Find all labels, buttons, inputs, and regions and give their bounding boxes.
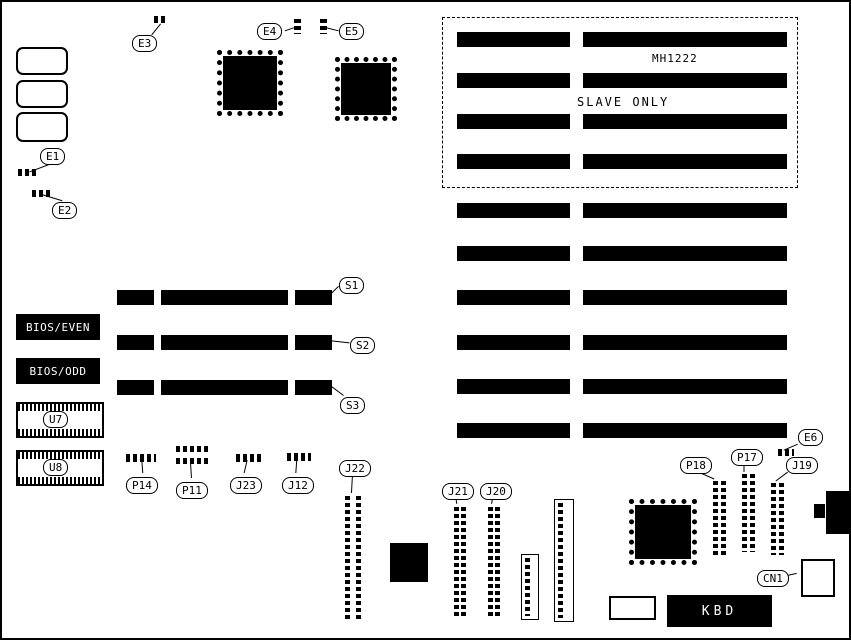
isa-slot (457, 203, 787, 218)
connector-j22-pins (345, 496, 361, 622)
leader-s2 (331, 340, 350, 344)
isa-slot (457, 290, 787, 305)
isa-slot (457, 379, 787, 394)
connector-j12-pins (287, 453, 311, 461)
leader-e5 (326, 27, 339, 32)
jumper-e6-pins (778, 449, 794, 456)
jumper-e3-pins (154, 16, 166, 23)
qfp-chip (335, 57, 397, 121)
isa-slot (457, 246, 787, 261)
slave-only-group-box (442, 17, 798, 188)
slave-only-text: SLAVE ONLY (577, 95, 670, 109)
bios-odd-chip: BIOS/ODD (16, 358, 100, 384)
label-e1: E1 (40, 148, 66, 165)
jumper-e2-pins (32, 190, 50, 197)
label-j12: J12 (282, 477, 314, 494)
isa-slot (457, 335, 787, 350)
label-e3: E3 (132, 35, 158, 52)
connector-p18-pins (713, 481, 726, 557)
leader-s3 (331, 386, 344, 396)
capacitor-outline (16, 47, 68, 75)
leader-j12 (295, 459, 298, 474)
power-connector (521, 554, 539, 620)
connector-j19-pins (771, 483, 784, 555)
label-e2: E2 (52, 202, 78, 219)
connector-p11-pins (176, 446, 208, 464)
label-p18: P18 (680, 457, 712, 474)
label-e4: E4 (257, 23, 283, 40)
label-e5: E5 (339, 23, 365, 40)
label-j22: J22 (339, 460, 371, 477)
leader-j23 (243, 460, 248, 474)
isa-slot (457, 32, 787, 47)
power-connector (554, 499, 574, 622)
label-s2: S2 (350, 337, 376, 354)
chip (390, 543, 428, 582)
kbd-connector: KBD (667, 595, 772, 627)
model-number-text: MH1222 (652, 52, 698, 65)
connector-p17-pins (742, 474, 755, 552)
simm-slot-s2 (117, 335, 332, 350)
label-s3: S3 (340, 397, 366, 414)
label-j21: J21 (442, 483, 474, 500)
capacitor-outline (16, 80, 68, 108)
qfp-chip (629, 499, 697, 565)
cn1-connector (801, 559, 835, 597)
label-j19: J19 (786, 457, 818, 474)
leader-j19 (775, 471, 789, 482)
keyboard-din-connector (826, 491, 849, 534)
label-p17: P17 (731, 449, 763, 466)
connector-j21-pins (454, 507, 466, 619)
label-p14: P14 (126, 477, 158, 494)
simm-slot-s3 (117, 380, 332, 395)
simm-slot-s1 (117, 290, 332, 305)
label-cn1: CN1 (757, 570, 789, 587)
label-u8: U8 (43, 459, 69, 476)
label-s1: S1 (339, 277, 365, 294)
label-u7: U7 (43, 411, 69, 428)
leader-e3 (151, 23, 162, 36)
oscillator (609, 596, 656, 620)
dip-chip-u8 (16, 450, 104, 486)
jumper-e1-pins (18, 169, 36, 176)
jumper-e5-pins (320, 19, 327, 34)
isa-slot (457, 73, 787, 88)
connector-p14-pins (126, 454, 156, 462)
capacitor-outline (16, 112, 68, 142)
leader-p11 (189, 462, 192, 479)
jumper-e4-pins (294, 19, 301, 34)
isa-slot (457, 154, 787, 169)
label-j20: J20 (480, 483, 512, 500)
connector-j23-pins (236, 454, 264, 462)
isa-slot (457, 423, 787, 438)
isa-slot (457, 114, 787, 129)
bios-even-chip: BIOS/EVEN (16, 314, 100, 340)
keyboard-din-connector-tab (814, 504, 825, 518)
connector-j20-pins (488, 507, 500, 619)
leader-j22 (350, 474, 353, 493)
label-p11: P11 (176, 482, 208, 499)
leader-e4 (284, 27, 294, 32)
label-e6: E6 (798, 429, 824, 446)
label-j23: J23 (230, 477, 262, 494)
leader-cn1 (787, 572, 797, 576)
leader-p14 (141, 460, 144, 474)
qfp-chip (217, 50, 283, 116)
